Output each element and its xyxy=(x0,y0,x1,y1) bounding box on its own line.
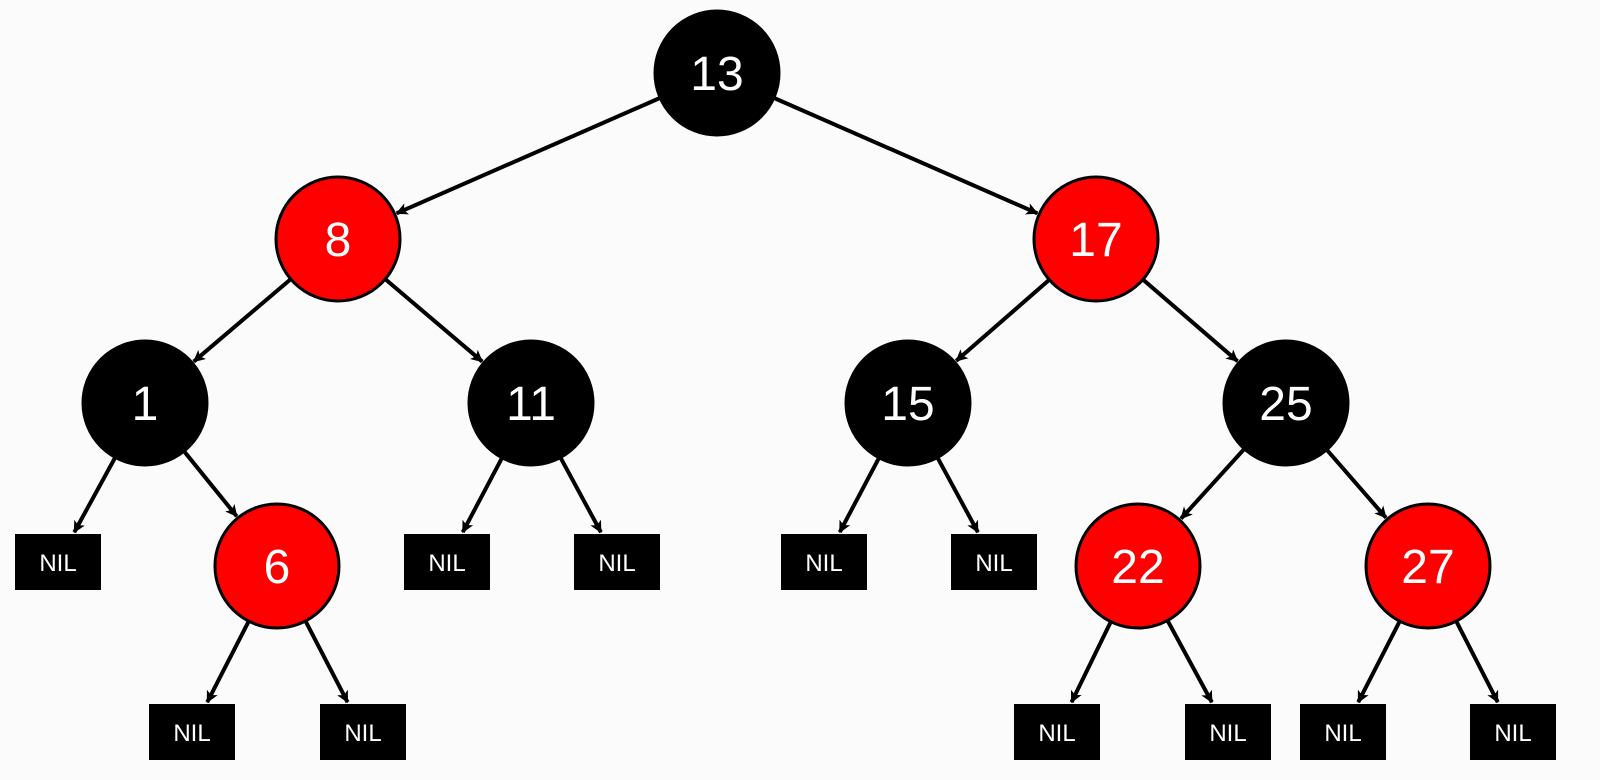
tree-node-27: 27 xyxy=(1364,502,1492,630)
node-label: 25 xyxy=(1259,378,1312,431)
red-node-circle xyxy=(1364,502,1492,630)
tree-node-17: 17 xyxy=(1032,175,1160,303)
nil-leaf-box xyxy=(404,534,490,590)
nil-label: NIL xyxy=(173,720,210,747)
black-node-circle xyxy=(81,339,209,467)
nil-leaf: NIL xyxy=(149,704,235,760)
node-label: 27 xyxy=(1401,541,1454,594)
node-label: 13 xyxy=(690,48,743,101)
edge-n1-n6 xyxy=(182,449,239,518)
nil-leaf-box xyxy=(1300,704,1386,760)
nil-leaf: NIL xyxy=(404,534,490,590)
tree-node-22: 22 xyxy=(1074,502,1202,630)
red-node-circle xyxy=(1074,502,1202,630)
edge-n13-n8 xyxy=(395,96,662,216)
node-label: 11 xyxy=(506,378,556,431)
node-label: 17 xyxy=(1069,214,1122,267)
edge-n13-n17 xyxy=(772,96,1039,216)
nil-label: NIL xyxy=(598,550,635,577)
nil-leaf-box xyxy=(781,534,867,590)
tree-node-11: 11 xyxy=(467,339,595,467)
edge-n8-n1 xyxy=(192,277,293,364)
nil-leaf: NIL xyxy=(320,704,406,760)
black-node-circle xyxy=(467,339,595,467)
nil-leaf-box xyxy=(149,704,235,760)
nil-leaf: NIL xyxy=(1014,704,1100,760)
edge-n15-nil15b xyxy=(935,456,980,534)
edge-n17-n25 xyxy=(1141,277,1239,363)
nil-leaf-box xyxy=(1470,704,1556,760)
nil-label: NIL xyxy=(975,550,1012,577)
nil-leaf: NIL xyxy=(1470,704,1556,760)
edge-n8-n11 xyxy=(383,277,484,364)
node-label: 1 xyxy=(132,378,159,431)
nil-leaf: NIL xyxy=(15,534,101,590)
red-node-circle xyxy=(213,502,341,630)
nil-leaf-box xyxy=(951,534,1037,590)
nil-leaf-box xyxy=(320,704,406,760)
nil-label: NIL xyxy=(1494,720,1531,747)
edge-n27-nil27a xyxy=(1356,620,1402,704)
edge-n11-nil11a xyxy=(460,456,504,534)
edge-n6-nil6a xyxy=(205,620,251,704)
nil-leaf-box xyxy=(574,534,660,590)
edge-n25-n27 xyxy=(1325,448,1388,520)
nil-leaf-box xyxy=(15,534,101,590)
tree-node-13: 13 xyxy=(653,9,781,137)
nil-leaf: NIL xyxy=(951,534,1037,590)
edge-n25-n22 xyxy=(1179,447,1246,520)
nil-label: NIL xyxy=(39,550,76,577)
black-node-circle xyxy=(844,339,972,467)
black-node-circle xyxy=(653,9,781,137)
nil-label: NIL xyxy=(805,550,842,577)
nil-label: NIL xyxy=(1038,720,1075,747)
nil-leaf-box xyxy=(1014,704,1100,760)
tree-node-25: 25 xyxy=(1222,339,1350,467)
node-label: 15 xyxy=(881,378,934,431)
edge-n22-nil22a xyxy=(1069,620,1113,704)
edge-n1-nil1 xyxy=(72,456,117,534)
edge-n27-nil27b xyxy=(1454,620,1500,704)
nil-leaf-box xyxy=(1185,704,1271,760)
nil-leaf: NIL xyxy=(781,534,867,590)
nil-label: NIL xyxy=(1209,720,1246,747)
edge-n22-nil22b xyxy=(1165,619,1214,704)
edge-n17-n15 xyxy=(954,278,1051,363)
tree-node-15: 15 xyxy=(844,339,972,467)
edge-n11-nil11b xyxy=(558,456,603,534)
nil-leaf: NIL xyxy=(1300,704,1386,760)
nil-leaf: NIL xyxy=(574,534,660,590)
nil-label: NIL xyxy=(344,720,381,747)
tree-node-6: 6 xyxy=(213,502,341,630)
tree-node-1: 1 xyxy=(81,339,209,467)
node-label: 8 xyxy=(325,214,352,267)
nil-leaf: NIL xyxy=(1185,704,1271,760)
edge-n6-nil6b xyxy=(303,620,350,704)
nil-label: NIL xyxy=(1324,720,1361,747)
red-node-circle xyxy=(274,175,402,303)
nil-label: NIL xyxy=(428,550,465,577)
black-node-circle xyxy=(1222,339,1350,467)
edges-layer xyxy=(72,96,1500,704)
node-label: 22 xyxy=(1111,541,1164,594)
node-label: 6 xyxy=(264,541,291,594)
edge-n15-nil15a xyxy=(837,456,881,534)
red-node-circle xyxy=(1032,175,1160,303)
tree-node-8: 8 xyxy=(274,175,402,303)
